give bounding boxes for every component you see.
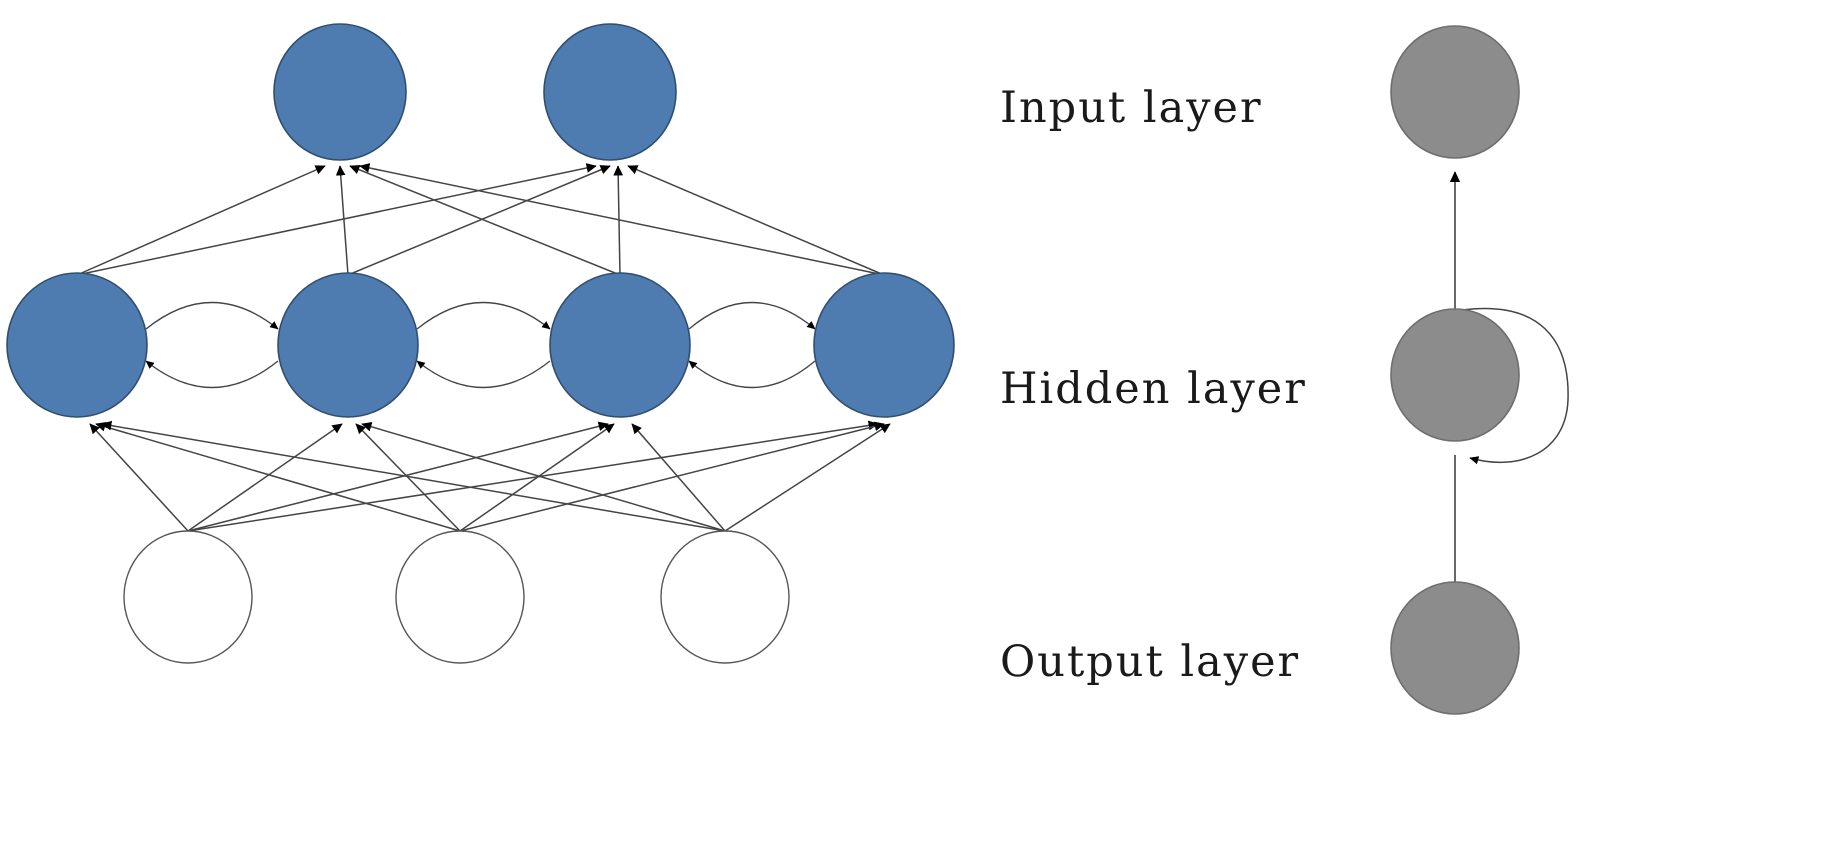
legend-label-hidden: Hidden layer xyxy=(1000,364,1307,414)
edge-h4-i1 xyxy=(359,163,885,276)
edges-output-to-hidden xyxy=(89,420,891,532)
edges-hidden-to-input xyxy=(76,163,885,276)
edge-o1-h3 xyxy=(187,421,609,532)
edge-h2-h3-forward xyxy=(416,301,551,330)
input-layer-nodes xyxy=(273,23,677,161)
hidden-layer-nodes xyxy=(6,272,955,418)
edge-o2-h2 xyxy=(355,423,461,532)
legend-label-output: Output layer xyxy=(1000,637,1300,687)
output-layer-nodes xyxy=(123,530,790,664)
edge-h3-h4-forward xyxy=(688,301,816,330)
edge-o2-h4 xyxy=(459,421,885,532)
edge-h2-i2 xyxy=(347,165,611,276)
legend-swatch-output[interactable] xyxy=(1390,581,1520,715)
legend-swatch-input[interactable] xyxy=(1390,25,1520,159)
output-node-3[interactable] xyxy=(660,530,790,664)
edge-h4-i2 xyxy=(627,165,885,276)
edge-h1-h2-forward xyxy=(145,301,279,330)
edge-h2-h1-backward xyxy=(145,360,279,389)
edge-h1-i2 xyxy=(76,163,597,276)
edges-hidden-recurrent xyxy=(145,301,816,389)
legend-label-input: Input layer xyxy=(1000,83,1263,133)
edge-o3-h3 xyxy=(631,423,726,532)
edge-h3-h2-backward xyxy=(416,360,551,389)
legend-swatch-hidden[interactable] xyxy=(1390,308,1520,442)
input-node-1[interactable] xyxy=(273,23,407,161)
edge-o3-h2 xyxy=(361,422,726,532)
edge-o2-h1 xyxy=(95,422,461,532)
edge-o3-h4 xyxy=(724,423,891,532)
edge-o1-h2 xyxy=(187,423,343,532)
edge-h1-i1 xyxy=(76,165,326,276)
hidden-node-1[interactable] xyxy=(6,272,148,418)
edge-h2-i1 xyxy=(335,165,349,276)
edge-o2-h3 xyxy=(459,423,615,532)
hidden-node-3[interactable] xyxy=(549,272,691,418)
input-node-2[interactable] xyxy=(543,23,677,161)
legend-labels: Input layer Hidden layer Output layer xyxy=(1000,83,1307,687)
hidden-node-2[interactable] xyxy=(277,272,419,418)
edge-o1-h4 xyxy=(187,420,879,532)
edge-o1-h1 xyxy=(89,423,189,532)
edge-o3-h1 xyxy=(101,420,726,532)
edge-h4-h3-backward xyxy=(688,360,816,389)
output-node-2[interactable] xyxy=(395,530,525,664)
edge-h3-i1 xyxy=(349,165,621,276)
hidden-node-4[interactable] xyxy=(813,272,955,418)
output-node-1[interactable] xyxy=(123,530,253,664)
legend-schematic xyxy=(1390,25,1569,715)
legend-self-loop-arc xyxy=(1461,307,1569,465)
